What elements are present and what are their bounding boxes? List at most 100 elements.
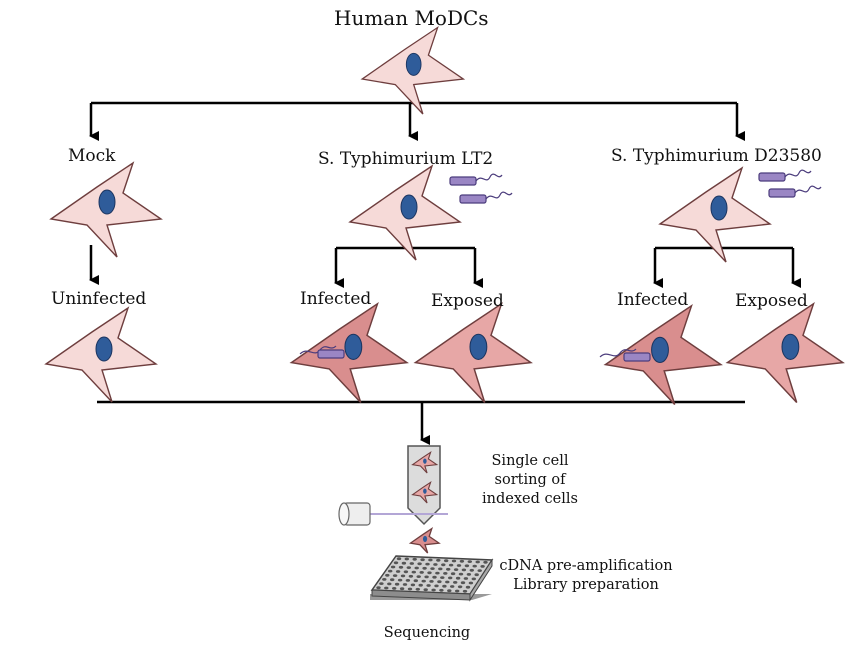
plate-well [458,572,464,576]
outcome-label-lt2-infected: Infected [300,289,372,309]
plate-well [397,578,403,582]
cell-lt2 [349,165,461,261]
plate-well [429,580,434,583]
plate-well [464,564,470,568]
plate-well [442,584,447,588]
plate-well [421,579,426,583]
condition-label-mock: Mock [68,146,116,166]
plate-well [390,578,395,582]
plate-well [420,558,425,562]
plate-well [425,562,430,566]
plate-well [453,581,458,584]
plate-well [415,587,420,591]
diagram-title: Human MoDCs [334,6,489,30]
plate-well [456,564,462,567]
plate-well [408,574,414,578]
plate-well [411,570,416,574]
plate-well [463,577,469,580]
plate-well [483,560,488,564]
plate-well [405,579,411,582]
plate-well [428,558,433,562]
plate-well [475,560,480,564]
step-library-line-1: cDNA pre-amplification [499,558,673,574]
plate-well [439,588,444,592]
plate-well [480,565,485,568]
plate-well [443,572,448,575]
cell-modc [361,26,465,115]
plate-well [448,576,453,580]
plate-well [419,571,424,574]
sorter-nozzle [407,445,441,526]
plate-well [469,568,474,572]
plate-well [396,557,402,561]
plate-well [446,567,451,571]
plate-well [382,578,387,581]
plate-well [399,587,405,591]
plate-well [402,583,408,586]
plate-well [436,558,441,562]
plate-well [395,570,401,573]
plate-well [448,563,454,567]
step-sorting-line-1: Single cell [491,453,569,469]
plate-well [409,562,414,565]
plate-well [414,566,419,570]
plate-well [455,576,461,580]
cell-d23580 [659,167,771,263]
plate-well [417,562,422,566]
bacteria-d23580-infected [599,348,651,362]
sorted-cell-droplet [409,527,440,554]
cell-uninfected [45,307,157,403]
plate-well [403,570,409,574]
bacteria-lt2 [449,173,513,204]
well-plate-icon [370,555,494,602]
plate-well [437,580,442,584]
cell-d23580-exposed [726,303,844,404]
plate-well [440,576,445,579]
outcome-label-d23580-exposed: Exposed [735,291,808,311]
outcome-label-lt2-exposed: Exposed [431,291,504,311]
plate-well [426,584,431,587]
plate-well [453,568,459,571]
plate-well [392,587,397,590]
plate-well [431,588,436,592]
outcome-label-d23580-infected: Infected [617,290,689,310]
plate-well [392,574,398,577]
plate-well [477,569,482,572]
plate-well [401,561,407,565]
plate-well [467,560,472,563]
plate-well [404,557,409,561]
step-sorting-line-3: indexed cells [482,491,578,507]
plate-well [423,588,428,592]
bacteria-d23580 [758,169,822,198]
plate-well [394,582,400,586]
plate-well [384,586,389,590]
plate-well [413,579,418,583]
plate-well [444,559,449,563]
plate-well [388,569,393,573]
condition-label-lt2: S. Typhimurium LT2 [318,149,494,169]
plate-well [406,566,411,569]
plate-well [427,571,432,575]
plate-well [438,567,443,571]
plate-well [393,561,399,565]
plate-well [410,583,416,587]
plate-well [385,573,390,577]
plate-well [445,580,450,584]
plate-well [398,565,404,569]
plate-well [459,559,465,563]
plate-well [433,563,438,566]
step-library-line-2: Library preparation [513,577,659,593]
plate-well [465,585,471,589]
plate-well [416,575,421,578]
plate-well [457,585,463,589]
step-label-sorting: Single cell sorting of indexed cells [470,452,590,509]
step-sorting-line-2: sorting of [494,472,566,488]
plate-well [462,589,468,593]
plate-well [451,559,457,563]
plate-well [450,585,455,588]
step-label-library: cDNA pre-amplification Library preparati… [486,557,686,595]
plate-well [400,574,406,578]
plate-well [466,573,472,576]
step-label-sequencing: Sequencing [383,625,471,641]
